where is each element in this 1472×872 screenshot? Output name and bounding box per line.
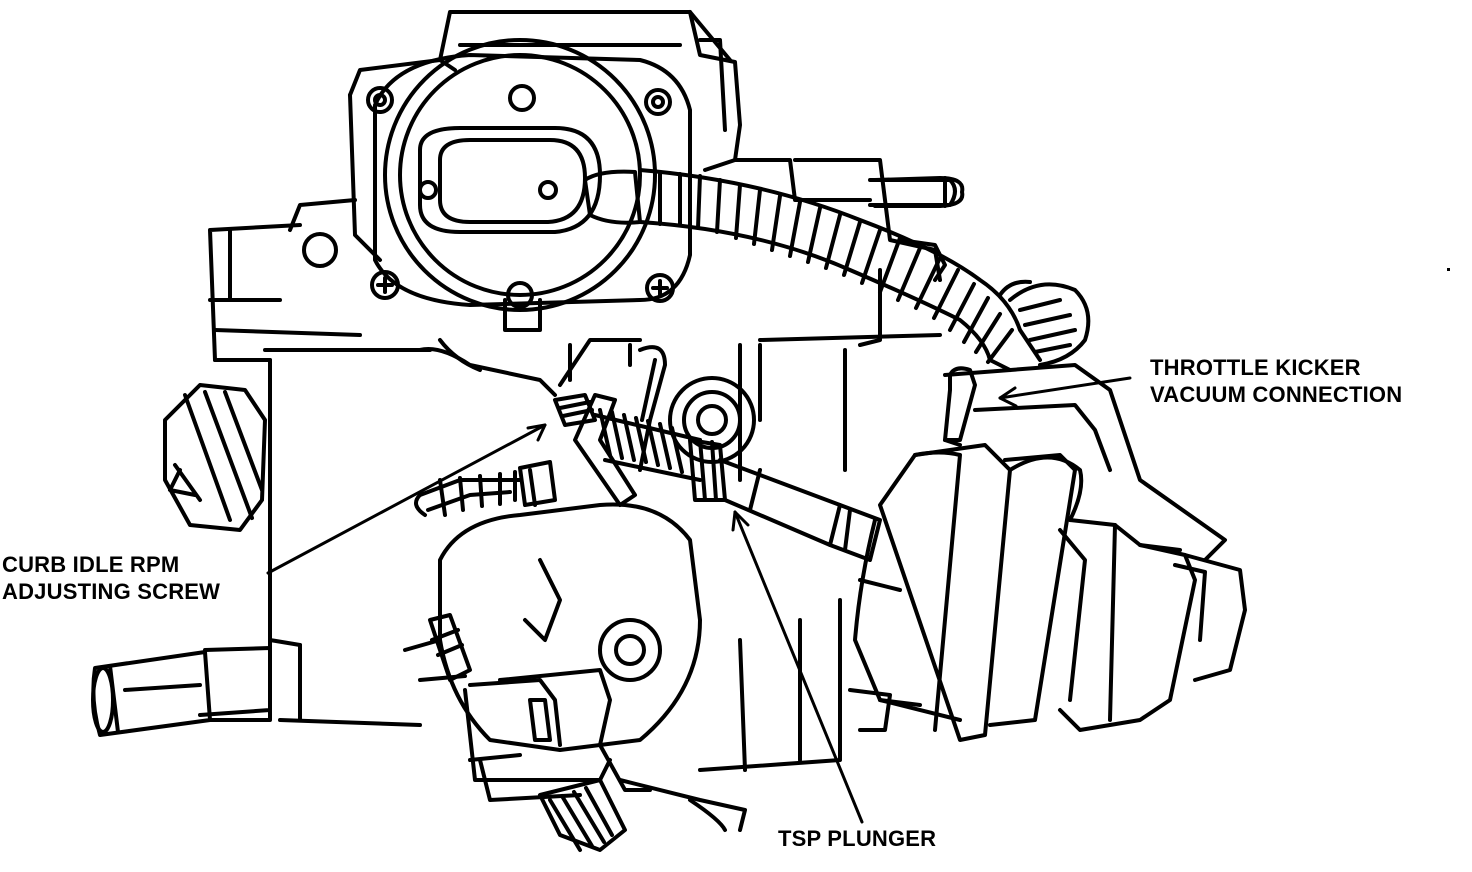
throttle-kicker-label-line1: THROTTLE KICKER <box>1150 355 1361 380</box>
throttle-kicker-vacuum-connection-label: THROTTLE KICKER VACUUM CONNECTION <box>1150 354 1402 408</box>
curb-idle-rpm-screw-label: CURB IDLE RPM ADJUSTING SCREW <box>2 551 220 605</box>
right-hose-fitting <box>873 176 965 208</box>
tsp-plunger-label: TSP PLUNGER <box>778 825 936 852</box>
curb-idle-label-line2: ADJUSTING SCREW <box>2 579 221 604</box>
leader-lines <box>266 376 1132 824</box>
tsp-plunger-assembly <box>418 338 882 562</box>
left-fuel-inlet <box>91 646 272 737</box>
throttle-kicker <box>848 279 1247 742</box>
curb-idle-label-line1: CURB IDLE RPM <box>2 552 180 577</box>
speck <box>1447 268 1450 271</box>
carburetor-body <box>198 10 942 772</box>
tsp-plunger-label-line1: TSP PLUNGER <box>778 826 937 851</box>
vacuum-hose <box>583 168 1042 372</box>
air-horn-plate <box>302 38 692 332</box>
left-bracket <box>163 383 267 532</box>
throttle-kicker-label-line2: VACUUM CONNECTION <box>1150 382 1403 407</box>
throttle-lever <box>403 460 747 852</box>
